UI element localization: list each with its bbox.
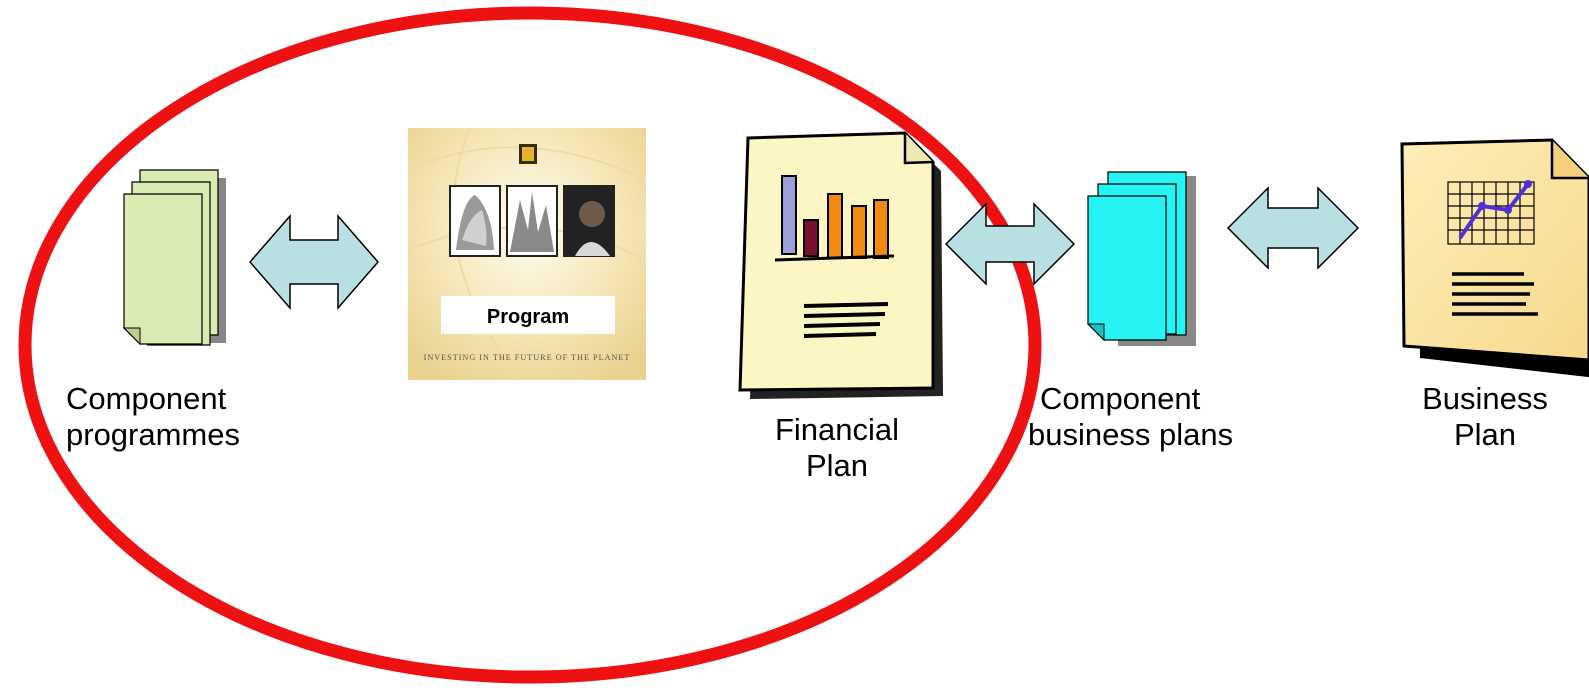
business-plan-icon [1400, 138, 1589, 378]
component-business-plans-line2: business plans [1028, 417, 1234, 452]
financial-plan-label: Financial Plan [760, 412, 914, 484]
component-business-plans-line1: Component [1040, 381, 1201, 416]
component-programmes-label: Component programmes [66, 381, 240, 453]
business-plan-line2: Plan [1453, 417, 1517, 452]
financial-plan-line2: Plan [805, 448, 869, 483]
program-title: Program [487, 306, 569, 328]
business-plan-label: Business Plan [1405, 381, 1565, 453]
component-business-plans-icon [1086, 171, 1196, 346]
double-arrow-3 [1226, 186, 1360, 270]
double-arrow-1 [249, 213, 379, 311]
component-programmes-line1: Component [66, 381, 227, 416]
business-plan-line1: Business [1422, 381, 1548, 416]
double-arrow-2 [944, 202, 1076, 286]
component-business-plans-label: Component business plans [1028, 381, 1233, 453]
financial-plan-line1: Financial [774, 412, 900, 447]
program-tagline: INVESTING IN THE FUTURE OF THE PLANET [424, 353, 631, 362]
component-programmes-icon [122, 169, 226, 346]
financial-plan-icon [738, 131, 943, 399]
component-programmes-line2: programmes [66, 417, 240, 452]
highlight-ellipse [18, 6, 1042, 684]
program-cover-image: Program INVESTING IN THE FUTURE OF THE P… [407, 127, 647, 381]
